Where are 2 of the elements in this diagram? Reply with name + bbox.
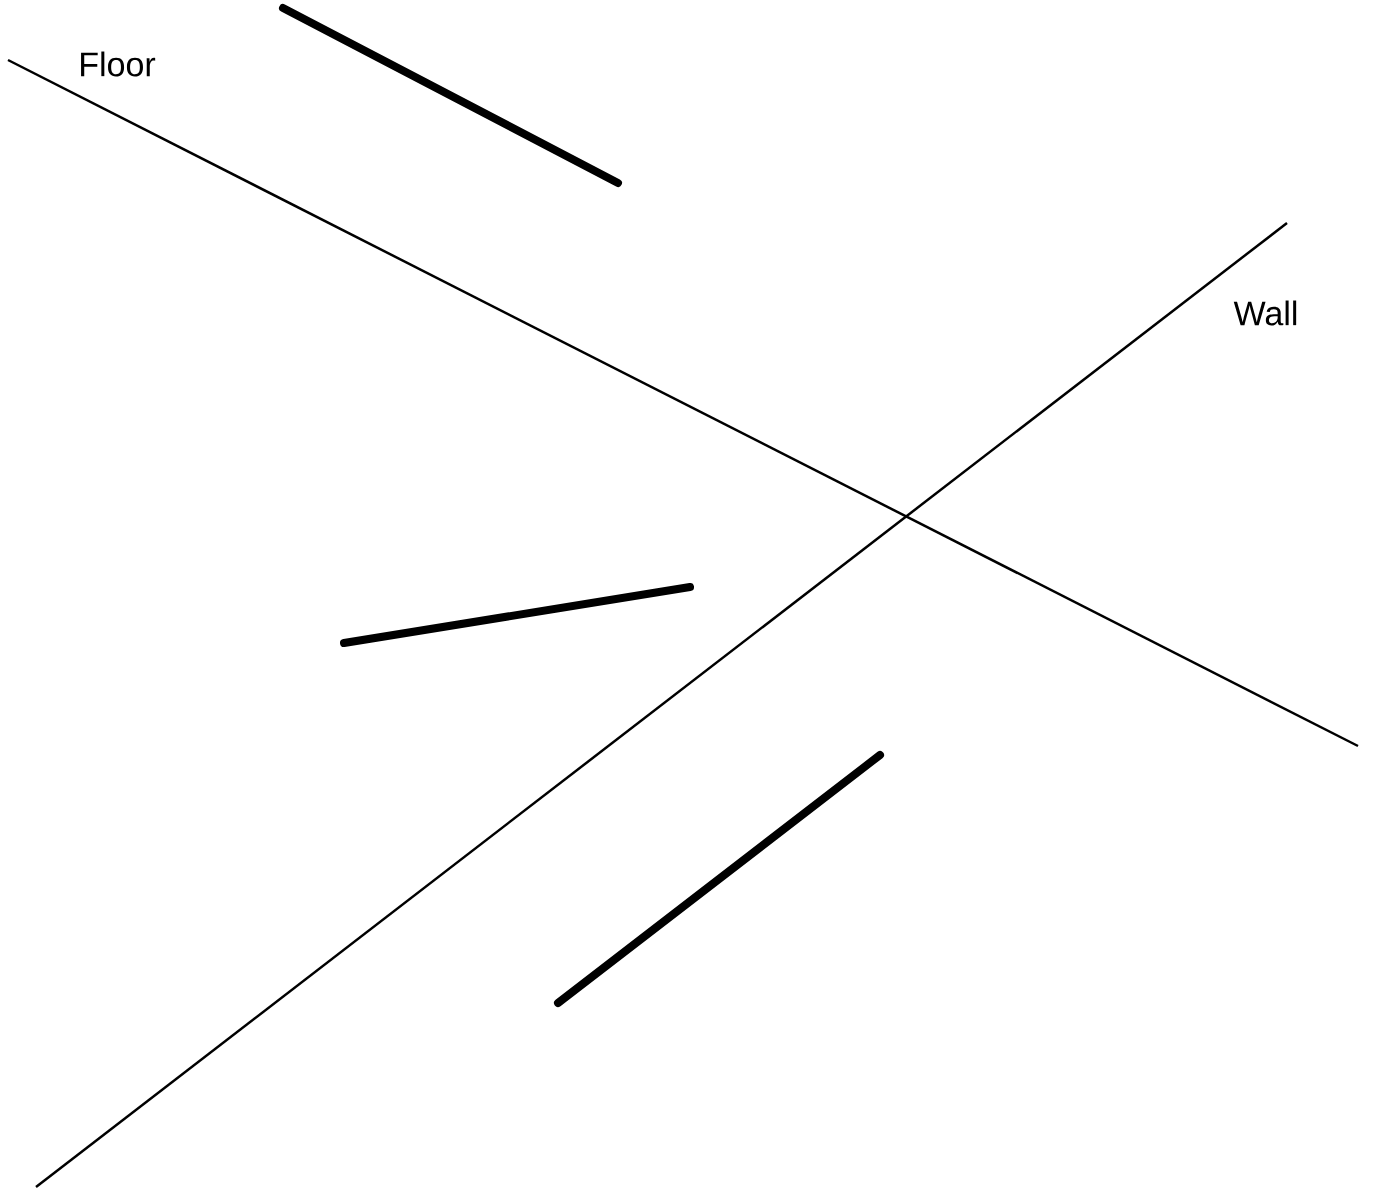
line-label: Wall (1233, 300, 1297, 326)
line-label: Floor (81, 51, 156, 77)
